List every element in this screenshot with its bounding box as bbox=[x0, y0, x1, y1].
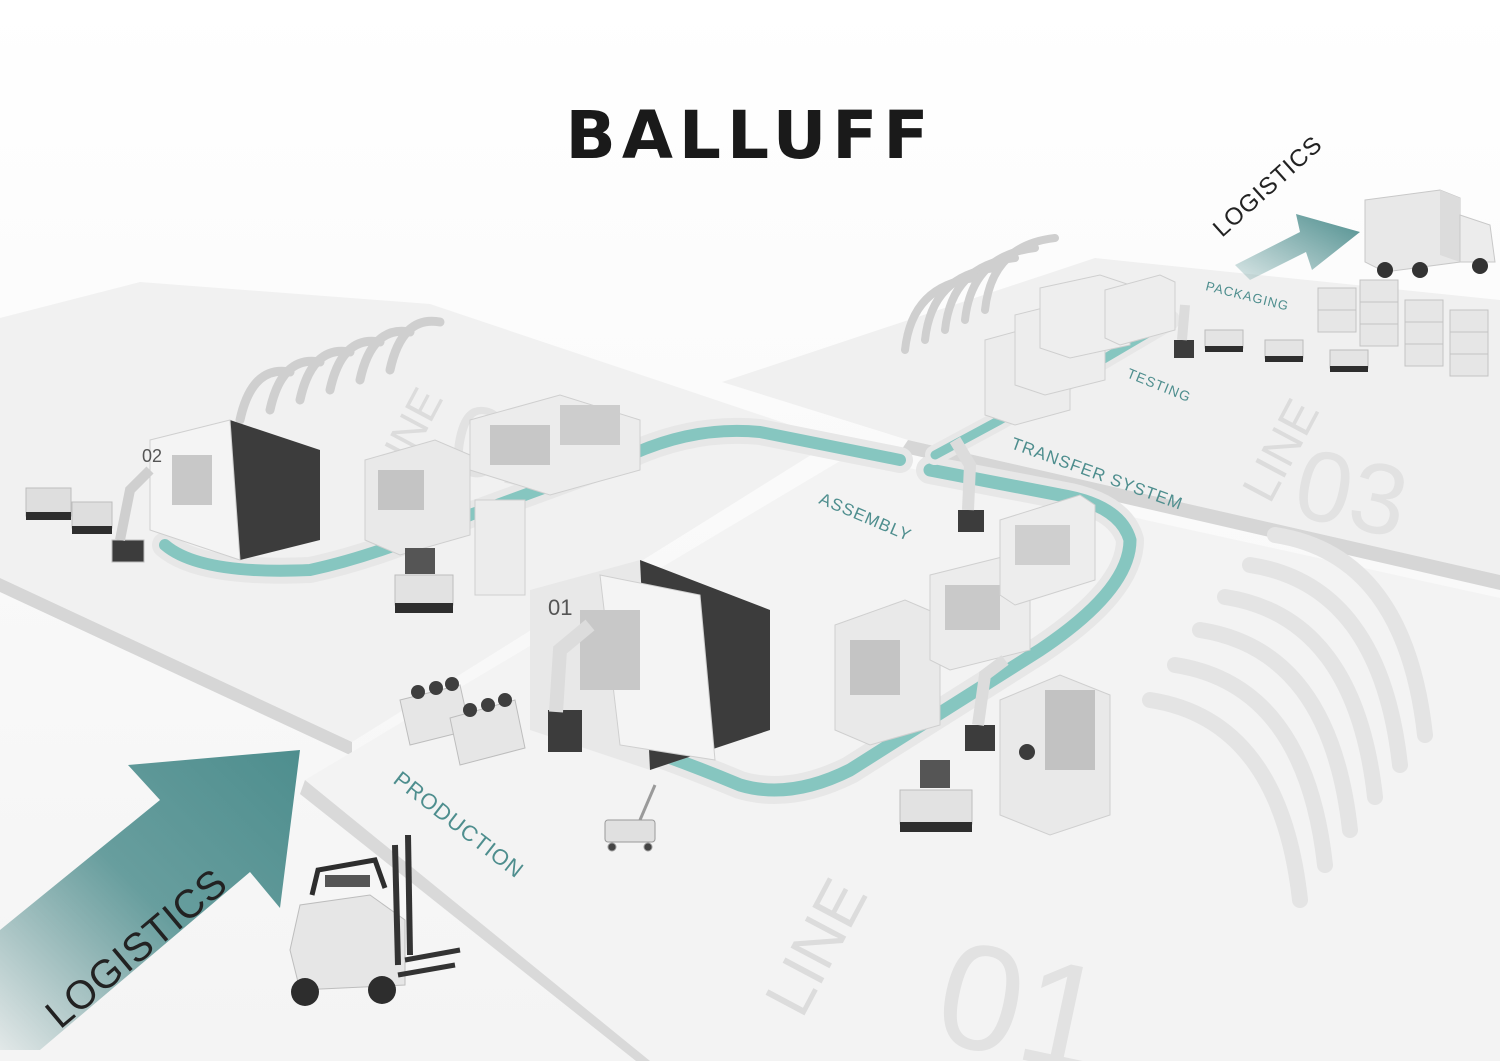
agv-icon bbox=[899, 760, 973, 832]
cnc-machine-line01: 01 bbox=[530, 560, 770, 770]
arch-left bbox=[235, 316, 445, 425]
arrow-icon bbox=[1235, 214, 1360, 280]
agv-icon bbox=[25, 487, 113, 534]
test-cell-line01 bbox=[999, 674, 1111, 836]
assembly-station-line01 bbox=[834, 494, 1096, 746]
balluff-logo: BALLUFF bbox=[566, 97, 935, 174]
robot-arm-icon bbox=[111, 466, 154, 563]
robot-arm-icon bbox=[548, 619, 595, 752]
arch-right bbox=[1142, 527, 1433, 908]
line02-machine-tag: 02 bbox=[142, 446, 162, 466]
agv-icon bbox=[394, 548, 454, 613]
platform-line03 bbox=[722, 258, 1500, 575]
box-stack-icon bbox=[399, 677, 526, 766]
arch-top-right bbox=[901, 234, 1059, 354]
agv-icon bbox=[1204, 329, 1369, 372]
platform-line01-edge bbox=[300, 780, 650, 1061]
hand-pallet-truck-icon bbox=[604, 784, 657, 852]
truck-icon bbox=[1364, 189, 1496, 278]
line01-machine-tag: 01 bbox=[548, 595, 572, 620]
cnc-machine-line02: 02 bbox=[142, 419, 320, 561]
forklift-icon bbox=[289, 834, 461, 1006]
platform-line02-edge bbox=[0, 578, 352, 756]
conveyor-line01-belt bbox=[613, 463, 1137, 797]
robot-arm-icon bbox=[965, 655, 1009, 751]
platform-line03-edge bbox=[900, 440, 1500, 590]
testing-stations-line03 bbox=[984, 274, 1176, 426]
assembly-station-line02 bbox=[364, 394, 641, 596]
robot-arm-icon bbox=[949, 304, 1194, 532]
box-stack-icon bbox=[1317, 279, 1489, 377]
arrow-icon bbox=[0, 750, 300, 1050]
